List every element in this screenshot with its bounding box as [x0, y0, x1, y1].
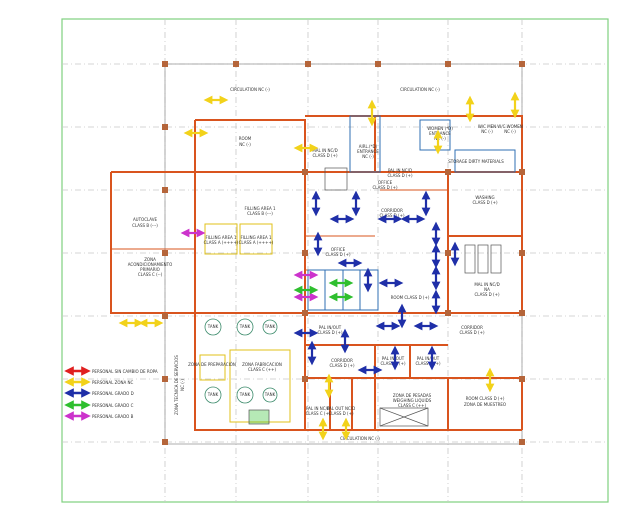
mal-in-label: MAL IN NC/D [474, 282, 499, 287]
legend-label: PERSONAL GRADO B [92, 414, 134, 419]
tank-box-label: ZONA DE PREPARACIÓN [188, 362, 236, 367]
pal-out-label: PAL OUT NC/D [327, 406, 355, 411]
filling-a2-label: FILLING AREA 1 [240, 235, 272, 240]
mal-entrance-label: NC (-) [362, 154, 374, 159]
legend: PERSONAL SIN CAMBIO DE ROPA PERSONAL ZON… [64, 366, 158, 421]
legend-label: PERSONAL GRADO C [92, 403, 134, 408]
tank-label: TANK [264, 392, 276, 397]
zona-fab-label: ZONA FABRICACION [242, 362, 282, 367]
tank [262, 387, 278, 403]
washing-label: CLASS D (+) [472, 200, 497, 205]
autoclave-label: CLASS B (---) [132, 223, 158, 228]
tank-label: TANK [239, 392, 251, 397]
washing-label: WASHING [475, 195, 494, 200]
wc-men-label: W/C MEN [478, 124, 496, 129]
zona-tecnica-label: ZONA TECNICA DE SERVICIOS [174, 355, 179, 415]
pal-inout-label: PAL IN/OUT [319, 325, 342, 330]
corridor-label: CLASS D (+) [459, 330, 484, 335]
pal-in-label: PAL IN NC/D [306, 406, 330, 411]
tank [236, 386, 254, 404]
pal-in-label: PAL IN NC/D [388, 168, 412, 173]
zona-fab-label: CLASS C (++) [248, 367, 277, 372]
zona-acond-label: ACONDICIONAMIENTO [128, 262, 172, 267]
filling-area-label: CLASS B (---) [247, 211, 273, 216]
office-label: CLASS D (+) [372, 185, 397, 190]
autoclave-label: AUTOCLAVE [133, 217, 158, 222]
filling-a1-label: FILLING AREA 1 [205, 235, 237, 240]
pal-inout-label: CLASS D (+) [317, 330, 342, 335]
womens-entrance-label: NC (-) [434, 136, 446, 141]
legend-label: PERSONAL GRADO D [92, 391, 134, 396]
corridor-label: CORRIDOR [461, 325, 483, 330]
wc-men-label: NC (-) [481, 129, 493, 134]
tanks [204, 318, 278, 404]
mal-in-label: MAL IN NC/D [312, 148, 337, 153]
filling-area-label: FILLING AREA 1 [244, 206, 276, 211]
zona-tecnica-label: NC (-) [180, 379, 185, 391]
office-label: OFFICE [331, 247, 346, 252]
womens-entrance-label: WOMEN (*D) [427, 126, 453, 131]
storage-label: STORAGE DIRTY MATERIALS [448, 159, 504, 164]
mal-entrance-label: ENTRANCE [357, 149, 379, 154]
flow-arrows [118, 91, 520, 441]
room-labels: CIRCULATION NC (-) CIRCULATION NC (-) CI… [128, 87, 523, 441]
zona-acond-label: ZONA [144, 257, 156, 262]
walls [110, 115, 523, 431]
corridor-label: CLASS D (+) [329, 363, 354, 368]
tank-label: TANK [207, 324, 219, 329]
pal-in-label: CLASS D (+) [387, 173, 412, 178]
office-label: OFFICE [378, 180, 393, 185]
corridor-label: CORRIDOR [331, 358, 353, 363]
mal-entrance-label: AIRL.(*D) [359, 144, 378, 149]
pal-in-label: CLASS C (+) [306, 411, 331, 416]
filling-a1-label: CLASS A (++++) [204, 240, 239, 245]
tank-label: TANK [264, 324, 276, 329]
columns [162, 61, 525, 445]
filling-a2-label: CLASS A (++++) [239, 240, 274, 245]
filling-boxes [199, 223, 291, 423]
legend-label: PERSONAL ZONA NC [92, 380, 134, 385]
room-label: ROOM CLASS D (+) [466, 396, 505, 401]
circulation-label: CIRCULATION NC (-) [340, 436, 380, 441]
zona-pesadas-label: ZONA DE PESADAS [393, 393, 432, 398]
mal-in-label: NA [484, 287, 490, 292]
mal-in-label: CLASS D (+) [312, 153, 337, 158]
office-label: CLASS D (+) [325, 252, 350, 257]
tank-label: TANK [207, 392, 219, 397]
equipment [248, 167, 502, 427]
pal-inout-label: CLASS D (+) [380, 361, 405, 366]
cleanroom-partitions [307, 115, 516, 311]
tank [236, 318, 254, 336]
zona-acond-label: CLASS C (--) [138, 272, 163, 277]
wc-women-label: NC (-) [504, 129, 516, 134]
circulation-label: CIRCULATION NC (-) [400, 87, 440, 92]
wc-women-label: W/C WOMEN [497, 124, 522, 129]
tank [204, 386, 222, 404]
pal-out-label: CLASS D (+) [328, 411, 353, 416]
zona-muestreo-label: ZONA DE MUESTREO [464, 402, 506, 407]
room-label: ROOM [239, 136, 252, 141]
corridor-label: CLASS D (+) [379, 213, 404, 218]
mal-in-label: CLASS D (+) [474, 292, 499, 297]
pal-inout-label: CLASS D (+) [415, 361, 440, 366]
zona-pesadas-label: WEIGHING LIQUIDS [393, 398, 432, 403]
tank [204, 318, 222, 336]
legend-label: PERSONAL SIN CAMBIO DE ROPA [92, 369, 158, 374]
tank-label: TANK [239, 324, 251, 329]
room-label: NC (-) [239, 142, 251, 147]
zona-pesadas-label: CLASS C (++) [398, 403, 427, 408]
room-label: ROOM CLASS D (+) [391, 295, 430, 300]
corridor-label: CORRIDOR [381, 208, 403, 213]
circulation-label: CIRCULATION NC (-) [230, 87, 270, 92]
drawing-frame [61, 18, 609, 503]
tank [262, 319, 278, 335]
zona-acond-label: PRIMARIO [140, 267, 160, 272]
